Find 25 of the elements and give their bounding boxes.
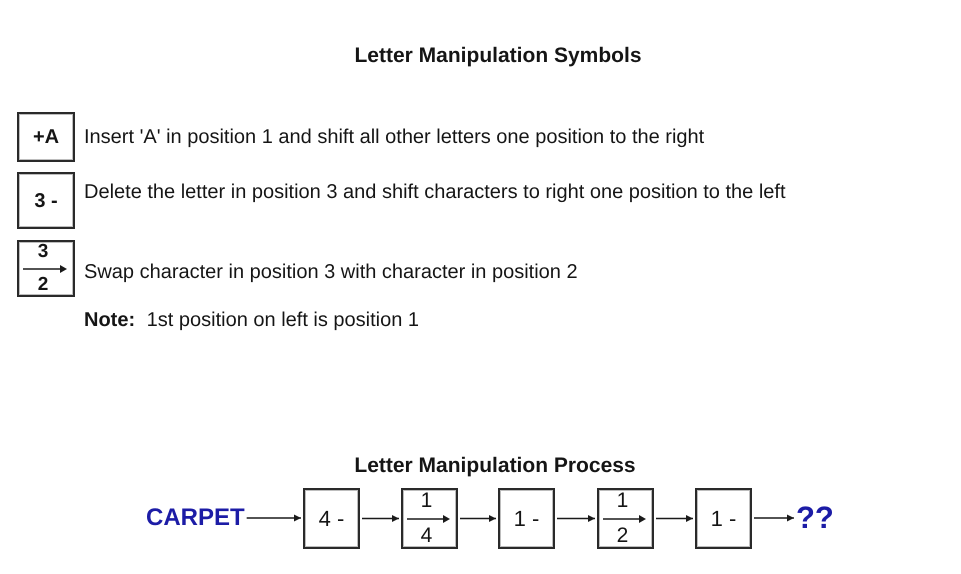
symbol-description: Delete the letter in position 3 and shift characters to right one position to the left bbox=[84, 180, 787, 205]
fraction-denominator: 4 bbox=[420, 524, 434, 547]
operation-code: +A bbox=[32, 126, 60, 148]
note-text: Note: 1st position on left is position 1 bbox=[84, 309, 420, 332]
arrow bbox=[754, 514, 794, 522]
symbol-description: Insert 'A' in position 1 and shift all other letters one position to the right bbox=[84, 125, 706, 150]
fraction-denominator: 2 bbox=[616, 524, 630, 547]
operation-code: 3 - bbox=[33, 190, 59, 212]
arrow bbox=[460, 515, 496, 522]
fraction-numerator: 1 bbox=[616, 490, 630, 512]
fraction-denominator: 2 bbox=[36, 275, 50, 295]
section-heading: Letter Manipulation Process bbox=[354, 454, 636, 478]
arrow bbox=[557, 515, 595, 522]
diagram-title: Letter Manipulation Symbols bbox=[354, 44, 642, 68]
arrow bbox=[362, 515, 399, 522]
start-word: CARPET bbox=[146, 504, 245, 532]
result-placeholder: ?? bbox=[796, 500, 834, 536]
operation-code: 1 - bbox=[512, 506, 540, 531]
arrow bbox=[656, 515, 693, 522]
symbol-description: Swap character in position 3 with character in position 2 bbox=[84, 260, 579, 285]
operation-code: 4 - bbox=[318, 506, 346, 531]
fraction-numerator: 1 bbox=[420, 490, 434, 512]
fraction-numerator: 3 bbox=[36, 242, 50, 262]
operation-code: 1 - bbox=[710, 506, 738, 531]
arrow bbox=[246, 514, 301, 522]
